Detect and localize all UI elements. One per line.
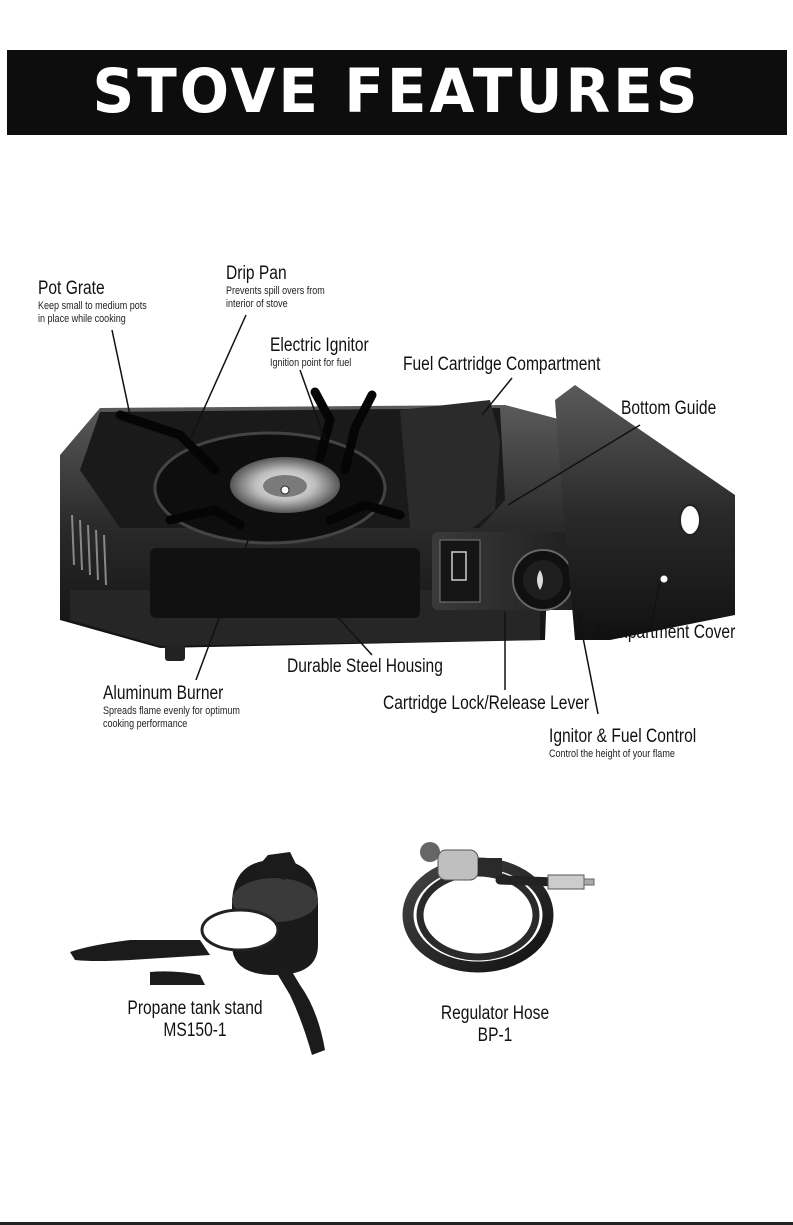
callout-aluminum-burner: Aluminum Burner Spreads flame evenly for…: [103, 683, 270, 731]
leader-lines: [111, 314, 661, 715]
electric-ignitor-title: Electric Ignitor: [270, 335, 369, 356]
propane-stand-name: Propane tank stand: [127, 998, 263, 1019]
stove-body: [60, 385, 735, 661]
bottom-rule: [0, 1222, 793, 1225]
callout-compartment-cover: Compartment Cover: [595, 622, 766, 644]
callout-cartridge-lock: Cartridge Lock/Release Lever: [383, 693, 634, 715]
callout-fuel-cartridge-compartment: Fuel Cartridge Compartment: [403, 354, 644, 376]
regulator-hose-caption: Regulator Hose BP-1: [380, 1003, 610, 1047]
aluminum-burner-title: Aluminum Burner: [103, 683, 224, 704]
regulator-hose-name: Regulator Hose: [440, 1003, 550, 1024]
regulator-hose-model: BP-1: [477, 1025, 513, 1046]
callout-durable-steel-housing: Durable Steel Housing: [287, 656, 477, 678]
drip-pan-desc-1: Prevents spill overs from: [226, 285, 325, 297]
callout-electric-ignitor: Electric Ignitor Ignition point for fuel: [270, 335, 390, 370]
pot-grate-desc-1: Keep small to medium pots: [38, 300, 147, 312]
page-title: STOVE FEATURES: [92, 55, 701, 127]
durable-steel-housing-title: Durable Steel Housing: [287, 656, 443, 677]
aluminum-burner-desc-1: Spreads flame evenly for optimum: [103, 705, 240, 717]
propane-stand-model: MS150-1: [163, 1020, 227, 1041]
callout-pot-grate: Pot Grate Keep small to medium pots in p…: [38, 278, 171, 326]
fuel-cartridge-compartment-title: Fuel Cartridge Compartment: [403, 354, 601, 375]
ignitor-fuel-control-title: Ignitor & Fuel Control: [549, 726, 697, 747]
pot-grate-title: Pot Grate: [38, 278, 105, 299]
compartment-cover-title: Compartment Cover: [595, 622, 736, 643]
drip-pan-title: Drip Pan: [226, 263, 287, 284]
electric-ignitor-desc: Ignition point for fuel: [270, 357, 352, 369]
propane-stand-caption: Propane tank stand MS150-1: [80, 998, 310, 1042]
drip-pan-desc-2: interior of stove: [226, 298, 288, 310]
bottom-guide-title: Bottom Guide: [621, 398, 717, 419]
regulator-hose-illustration: [402, 842, 595, 973]
callout-ignitor-fuel-control: Ignitor & Fuel Control Control the heigh…: [549, 726, 729, 761]
callout-bottom-guide: Bottom Guide: [621, 398, 737, 420]
cartridge-lock-title: Cartridge Lock/Release Lever: [383, 693, 590, 714]
pot-grate-desc-2: in place while cooking: [38, 313, 126, 325]
title-banner: [7, 50, 787, 135]
callout-drip-pan: Drip Pan Prevents spill overs from inter…: [226, 263, 346, 311]
ignitor-fuel-control-desc: Control the height of your flame: [549, 748, 675, 760]
aluminum-burner-desc-2: cooking performance: [103, 718, 188, 730]
propane-stand-illustration: [70, 852, 325, 1055]
